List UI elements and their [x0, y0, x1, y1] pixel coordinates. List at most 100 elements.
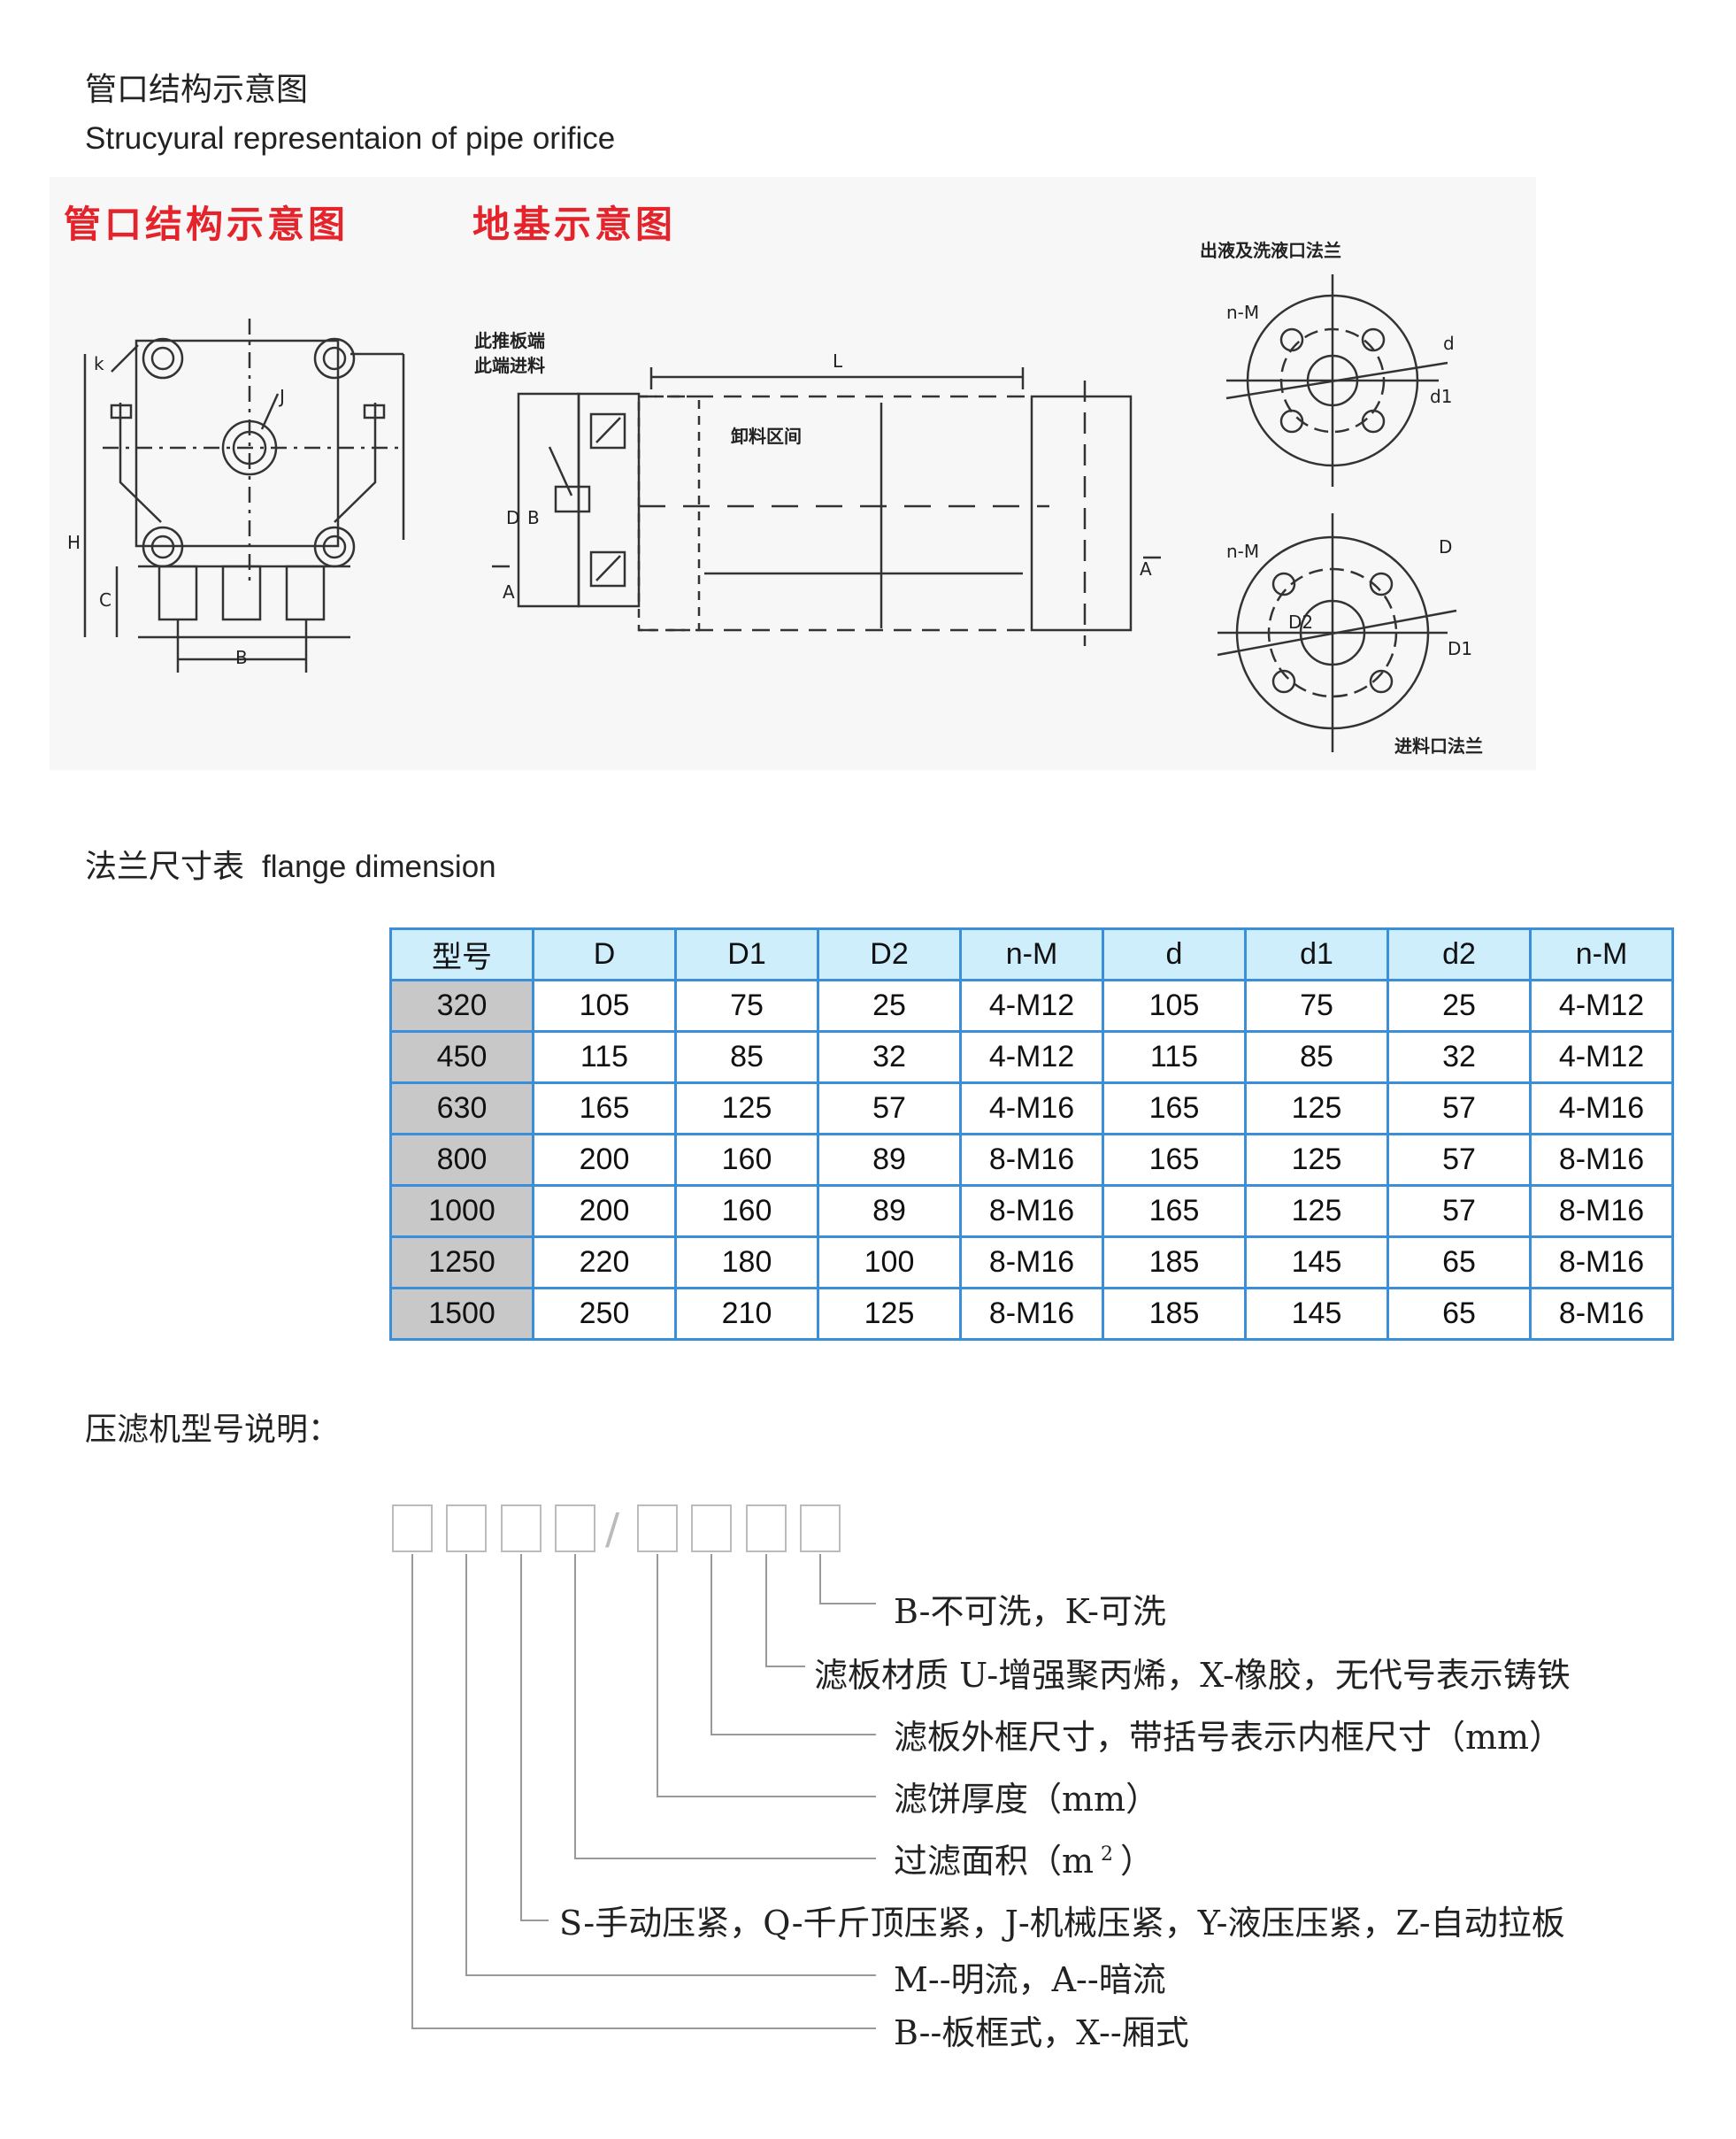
- table-cell: 4-M12: [1529, 1030, 1674, 1084]
- model-cell: 320: [389, 979, 534, 1033]
- table-cell: 125: [1244, 1133, 1389, 1187]
- table-cell: 89: [817, 1133, 962, 1187]
- code-item-frame-size: 滤板外框尺寸，带括号表示内框尺寸（mm）: [894, 1718, 1563, 1757]
- label-j: J: [278, 386, 285, 407]
- header-cell: D2: [817, 927, 962, 981]
- table-cell: 160: [674, 1133, 819, 1187]
- code-item-plate-material: 滤板材质 U-增强聚丙烯，X-橡胶，无代号表示铸铁: [814, 1656, 1571, 1695]
- section-title-structure-en: Strucyural representaion of pipe orifice: [85, 121, 616, 156]
- label-nm-bottom: n-M: [1226, 541, 1259, 562]
- table-cell: 8-M16: [1529, 1235, 1674, 1289]
- code-box-6: [691, 1504, 732, 1552]
- table-cell: 32: [817, 1030, 962, 1084]
- table-cell: 57: [817, 1081, 962, 1135]
- code-item-washable: B-不可洗，K-可洗: [894, 1592, 1166, 1631]
- section-title-structure-cn: 管口结构示意图: [85, 72, 309, 108]
- table-cell: 75: [674, 979, 819, 1033]
- table-cell: 8-M16: [959, 1184, 1104, 1238]
- table-cell: 100: [817, 1235, 962, 1289]
- table-cell: 125: [1244, 1184, 1389, 1238]
- table-cell: 185: [1102, 1235, 1247, 1289]
- code-box-7: [746, 1504, 787, 1552]
- code-box-3: [501, 1504, 542, 1552]
- table-cell: 32: [1386, 1030, 1532, 1084]
- pipe-orifice-drawing: 管口结构示意图 地基示意图: [50, 177, 1536, 770]
- table-cell: 4-M16: [959, 1081, 1104, 1135]
- table-cell: 115: [1102, 1030, 1247, 1084]
- header-cell: D1: [674, 927, 819, 981]
- table-cell: 85: [674, 1030, 819, 1084]
- label-d1-small: d1: [1430, 386, 1452, 407]
- label-h: H: [67, 532, 81, 553]
- code-box-8: [800, 1504, 841, 1552]
- table-cell: 65: [1386, 1287, 1532, 1341]
- section-title-model: 压滤机型号说明：: [85, 1412, 341, 1448]
- label-l: L: [833, 350, 843, 372]
- label-d1-large: D1: [1448, 638, 1472, 659]
- table-cell: 8-M16: [959, 1133, 1104, 1187]
- header-cell: d: [1102, 927, 1247, 981]
- table-header-row: 型号 D D1 D2 n-M d d1 d2 n-M: [389, 927, 1674, 981]
- header-cell: d1: [1244, 927, 1389, 981]
- code-box-5: [637, 1504, 678, 1552]
- table-cell: 89: [817, 1184, 962, 1238]
- label-k: k: [94, 353, 104, 374]
- table-cell: 75: [1244, 979, 1389, 1033]
- table-cell: 8-M16: [959, 1287, 1104, 1341]
- model-cell: 1000: [389, 1184, 534, 1238]
- drawing-svg: k J H C B 此推板端 此端进料 卸料区间 L D B A A 出液及洗液…: [67, 240, 1483, 757]
- table-cell: 185: [1102, 1287, 1247, 1341]
- label-d: D: [506, 507, 519, 528]
- table-cell: 57: [1386, 1184, 1532, 1238]
- code-box-1: [392, 1504, 433, 1552]
- table-cell: 105: [532, 979, 677, 1033]
- table-cell: 125: [817, 1287, 962, 1341]
- label-nm-top: n-M: [1226, 302, 1259, 323]
- label-inlet-flange: 进料口法兰: [1394, 735, 1483, 757]
- table-cell: 25: [817, 979, 962, 1033]
- code-separator: /: [605, 1504, 620, 1554]
- drawing-title-foundation: 地基示意图: [472, 203, 677, 246]
- table-cell: 8-M16: [1529, 1184, 1674, 1238]
- table-cell: 165: [532, 1081, 677, 1135]
- table-cell: 125: [1244, 1081, 1389, 1135]
- table-cell: 4-M12: [959, 1030, 1104, 1084]
- table-cell: 125: [674, 1081, 819, 1135]
- table-cell: 8-M16: [1529, 1287, 1674, 1341]
- label-a-left: A: [503, 581, 515, 603]
- table-cell: 105: [1102, 979, 1247, 1033]
- label-feed-end: 此端进料: [474, 355, 545, 376]
- table-cell: 165: [1102, 1184, 1247, 1238]
- label-outlet-flange: 出液及洗液口法兰: [1200, 240, 1341, 261]
- label-b-mid: B: [527, 507, 540, 528]
- drawing-title-orifice: 管口结构示意图: [64, 203, 350, 246]
- table-cell: 25: [1386, 979, 1532, 1033]
- label-d2: D2: [1288, 612, 1313, 633]
- table-cell: 4-M12: [1529, 979, 1674, 1033]
- table-cell: 220: [532, 1235, 677, 1289]
- table-cell: 200: [532, 1184, 677, 1238]
- code-item-cake-thickness: 滤饼厚度（mm）: [894, 1780, 1160, 1819]
- header-cell: n-M: [959, 927, 1104, 981]
- table-cell: 250: [532, 1287, 677, 1341]
- header-cell: n-M: [1529, 927, 1674, 981]
- table-cell: 85: [1244, 1030, 1389, 1084]
- table-cell: 145: [1244, 1287, 1389, 1341]
- table-cell: 8-M16: [959, 1235, 1104, 1289]
- table-cell: 57: [1386, 1133, 1532, 1187]
- model-cell: 450: [389, 1030, 534, 1084]
- model-cell: 800: [389, 1133, 534, 1187]
- label-a-right: A: [1140, 558, 1152, 580]
- code-item-structure-type: B--板框式，X--厢式: [894, 2013, 1189, 2052]
- code-item-press-type: S-手动压紧，Q-千斤顶压紧，J-机械压紧，Y-液压压紧，Z-自动拉板: [559, 1904, 1565, 1943]
- table-cell: 165: [1102, 1081, 1247, 1135]
- table-cell: 115: [532, 1030, 677, 1084]
- header-cell: D: [532, 927, 677, 981]
